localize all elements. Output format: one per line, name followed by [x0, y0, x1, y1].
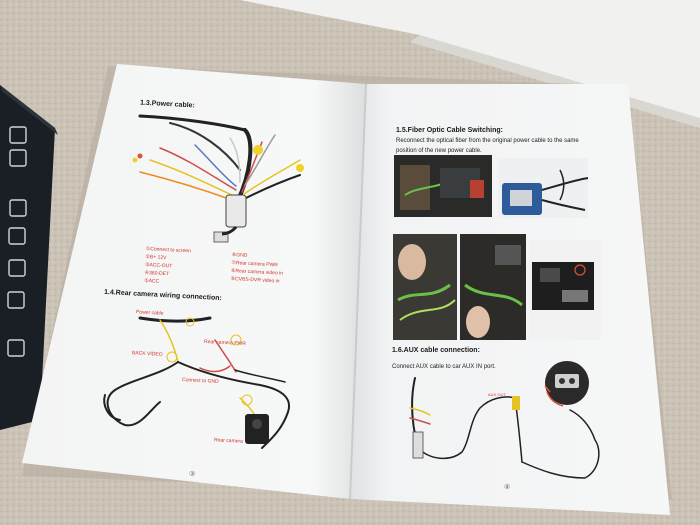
left-page — [22, 64, 366, 499]
power-cable-harness — [138, 114, 301, 202]
rear-camera-wiring — [103, 316, 290, 449]
weee-bin-icon — [9, 149, 27, 167]
marker-circle — [241, 394, 253, 406]
left-page-number: ③ — [189, 471, 196, 478]
product-box-side — [0, 85, 58, 135]
fiber-text-1: Reconnect the optical fiber from the ori… — [396, 138, 579, 144]
fragile-glass-icon — [8, 227, 26, 245]
fiber-heading: 1.5.Fiber Optic Cable Switching: — [396, 127, 503, 134]
rca-yellow-icon — [253, 145, 263, 155]
aux-plug — [512, 396, 520, 410]
harness-plug — [213, 231, 229, 243]
marker-circle — [230, 334, 242, 346]
rca-yellow-icon — [132, 157, 138, 163]
baseboard — [240, 0, 700, 125]
handle-care-icon — [7, 339, 25, 357]
aux-text: Connect AUX cable to car AUX IN port. — [392, 364, 496, 370]
camera-lens-icon — [252, 419, 262, 429]
right-page-number: ④ — [504, 484, 511, 491]
product-box — [0, 85, 55, 430]
harness-connector — [225, 194, 247, 228]
power-label: ⑤ACC — [144, 277, 160, 285]
power-label: ④360-DET — [144, 269, 170, 278]
recycle-icon — [9, 199, 27, 217]
box-icons — [7, 126, 27, 357]
aux-out-label: AUX OUT — [488, 392, 506, 397]
keep-dry-icon — [8, 259, 26, 277]
power-label: ②B+ 12V — [145, 253, 167, 262]
fiber-text-2: position of the new power cable. — [396, 148, 482, 154]
rca-red-icon — [137, 153, 143, 159]
ce-mark-icon — [9, 126, 27, 144]
power-label: ⑥GND — [231, 252, 248, 259]
aux-heading: 1.6.AUX cable connection: — [392, 347, 480, 354]
this-way-up-icon — [7, 291, 25, 309]
marker-circle — [166, 351, 178, 363]
rca-yellow-icon — [296, 164, 304, 172]
booklet-spine — [349, 83, 367, 500]
marker-circle — [185, 317, 195, 327]
aux-connector — [412, 431, 424, 459]
